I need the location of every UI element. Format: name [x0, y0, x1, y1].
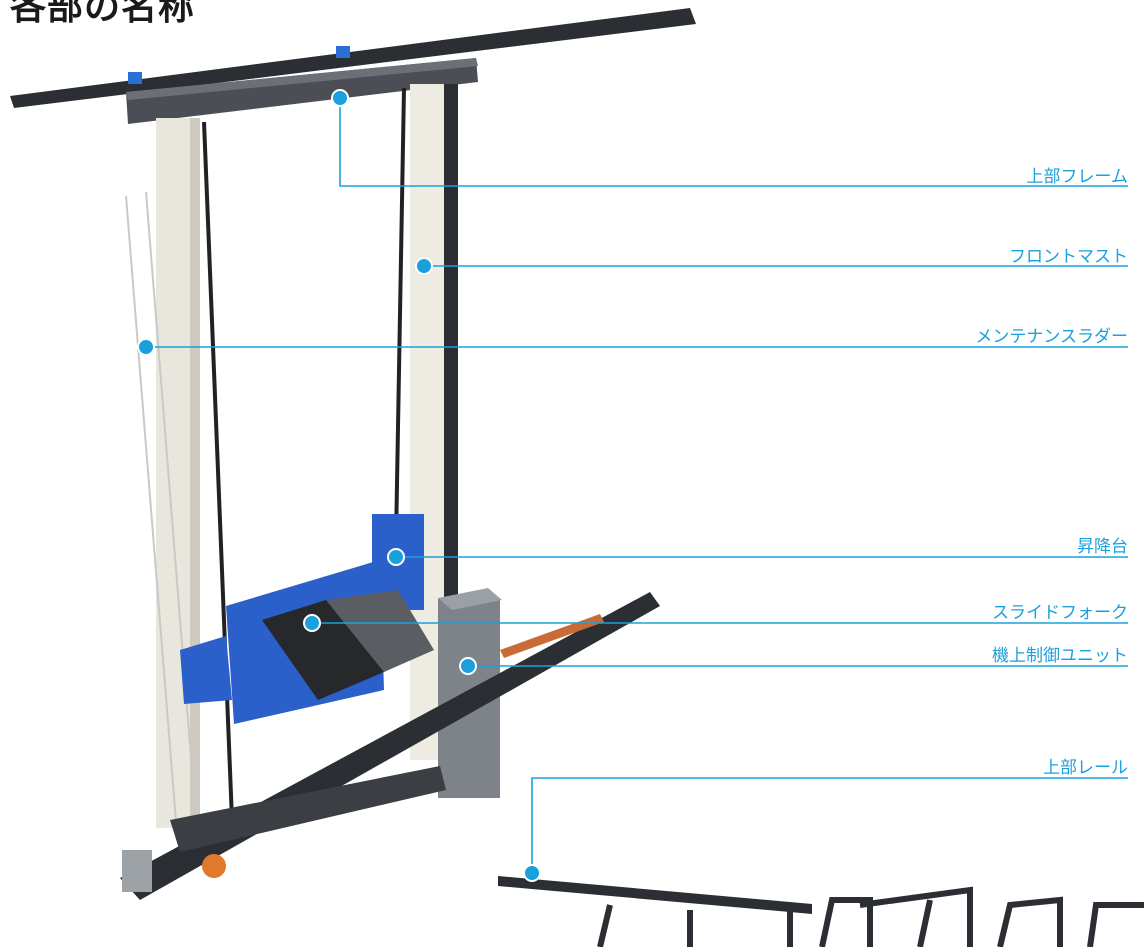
front-mast-side — [444, 84, 458, 760]
leader-upper-frame — [339, 98, 1128, 187]
power-rail — [500, 614, 604, 658]
dot-upper-rail — [523, 864, 541, 882]
slide-fork-body — [262, 600, 384, 700]
leader-upper-rail — [531, 777, 1128, 873]
label-slide-fork: スライドフォーク — [992, 603, 1128, 623]
rail-clamp — [128, 72, 142, 84]
label-maintenance-ladder: メンテナンスラダー — [975, 327, 1128, 347]
ladder — [125, 191, 197, 823]
label-lift-platform: 昇降台 — [1077, 537, 1128, 557]
dot-onboard-control-unit — [459, 657, 477, 675]
page-title: 各部の名称 — [10, 0, 196, 28]
label-front-mast: フロントマスト — [1009, 247, 1128, 267]
callouts — [146, 98, 1128, 873]
dot-lift-platform — [387, 548, 405, 566]
upper-frame-top — [126, 58, 478, 100]
drive-motor — [202, 854, 226, 878]
callout-dots — [137, 89, 541, 882]
drive-belt — [394, 87, 406, 541]
label-onboard-control-unit: 機上制御ユニット — [992, 646, 1128, 666]
drive-belt — [202, 121, 234, 821]
upper-rail-beam — [498, 876, 812, 914]
base-carriage — [170, 766, 446, 852]
rear-mast-shade — [190, 118, 200, 828]
slide-fork-plate — [326, 590, 434, 672]
dot-upper-frame — [331, 89, 349, 107]
label-upper-frame: 上部フレーム — [1026, 167, 1129, 187]
dot-slide-fork — [303, 614, 321, 632]
label-upper-rail: 上部レール — [1043, 758, 1128, 778]
top-rail — [10, 8, 696, 108]
dot-maintenance-ladder — [137, 338, 155, 356]
rack-frames — [597, 886, 1144, 947]
control-unit-top — [438, 588, 502, 610]
stacker-crane-illustration — [10, 8, 1144, 947]
lift-platform-side — [180, 636, 232, 704]
buffer-stop — [122, 850, 152, 892]
dot-front-mast — [415, 257, 433, 275]
rail-clamp — [336, 46, 350, 58]
